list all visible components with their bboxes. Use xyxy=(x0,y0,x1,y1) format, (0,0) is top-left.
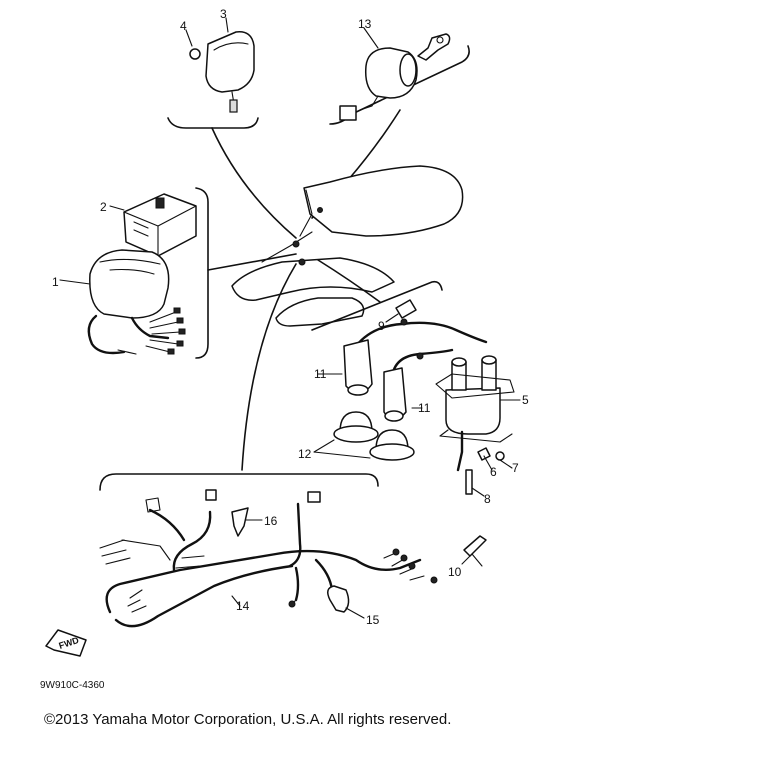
cover-part-3 xyxy=(205,17,255,113)
drawing-code: 9W910C-4360 xyxy=(40,680,105,691)
callout-12: 12 xyxy=(298,447,312,461)
callout-11-right: 11 xyxy=(418,401,431,415)
callout-2: 2 xyxy=(100,200,107,214)
callout-7: 7 xyxy=(512,461,519,475)
callout-5: 5 xyxy=(522,393,529,407)
fasteners-parts-6-7-8 xyxy=(465,447,513,497)
band-part-15 xyxy=(327,585,365,619)
bracket-bottom xyxy=(99,473,379,491)
callout-14: 14 xyxy=(236,599,250,613)
callout-8: 8 xyxy=(484,492,491,506)
leader-right-group xyxy=(317,259,381,303)
leader-left-group xyxy=(207,253,297,271)
bracket-right-group xyxy=(311,280,443,331)
callout-13: 13 xyxy=(358,17,372,31)
plug-caps-part-11 xyxy=(317,318,488,422)
ignition-coil-part-5 xyxy=(435,355,521,472)
bolt-part-4 xyxy=(185,29,201,60)
clamp-part-16 xyxy=(231,507,263,537)
callout-1: 1 xyxy=(52,275,59,289)
callout-16: 16 xyxy=(264,514,278,528)
plug-boots-part-12 xyxy=(313,411,415,461)
leader-top-left xyxy=(211,127,297,239)
copyright-notice: ©2013 Yamaha Motor Corporation, U.S.A. A… xyxy=(44,711,451,728)
cdi-unit-part-1 xyxy=(59,249,186,355)
fwd-arrow-icon: FWD xyxy=(45,629,87,657)
plug-cap-part-9 xyxy=(385,299,417,323)
callout-4: 4 xyxy=(180,19,187,33)
callout-15: 15 xyxy=(366,613,380,627)
callout-numbers: 2 1 3 4 13 9 11 11 5 12 7 6 8 16 10 14 1… xyxy=(52,7,529,627)
callout-11-left: 11 xyxy=(314,367,327,381)
callout-10: 10 xyxy=(448,565,462,579)
regulator-part-2 xyxy=(109,193,197,257)
leader-harness xyxy=(241,263,297,471)
wiring-harness-part-14 xyxy=(99,489,438,628)
callout-6: 6 xyxy=(490,465,497,479)
clip-part-10 xyxy=(461,535,487,567)
callout-9: 9 xyxy=(378,319,385,333)
callout-3: 3 xyxy=(220,7,227,21)
seat-frame xyxy=(231,165,464,327)
bracket-left-group xyxy=(195,187,209,359)
bracket-left xyxy=(167,117,259,129)
main-switch-part-13 xyxy=(339,27,451,121)
